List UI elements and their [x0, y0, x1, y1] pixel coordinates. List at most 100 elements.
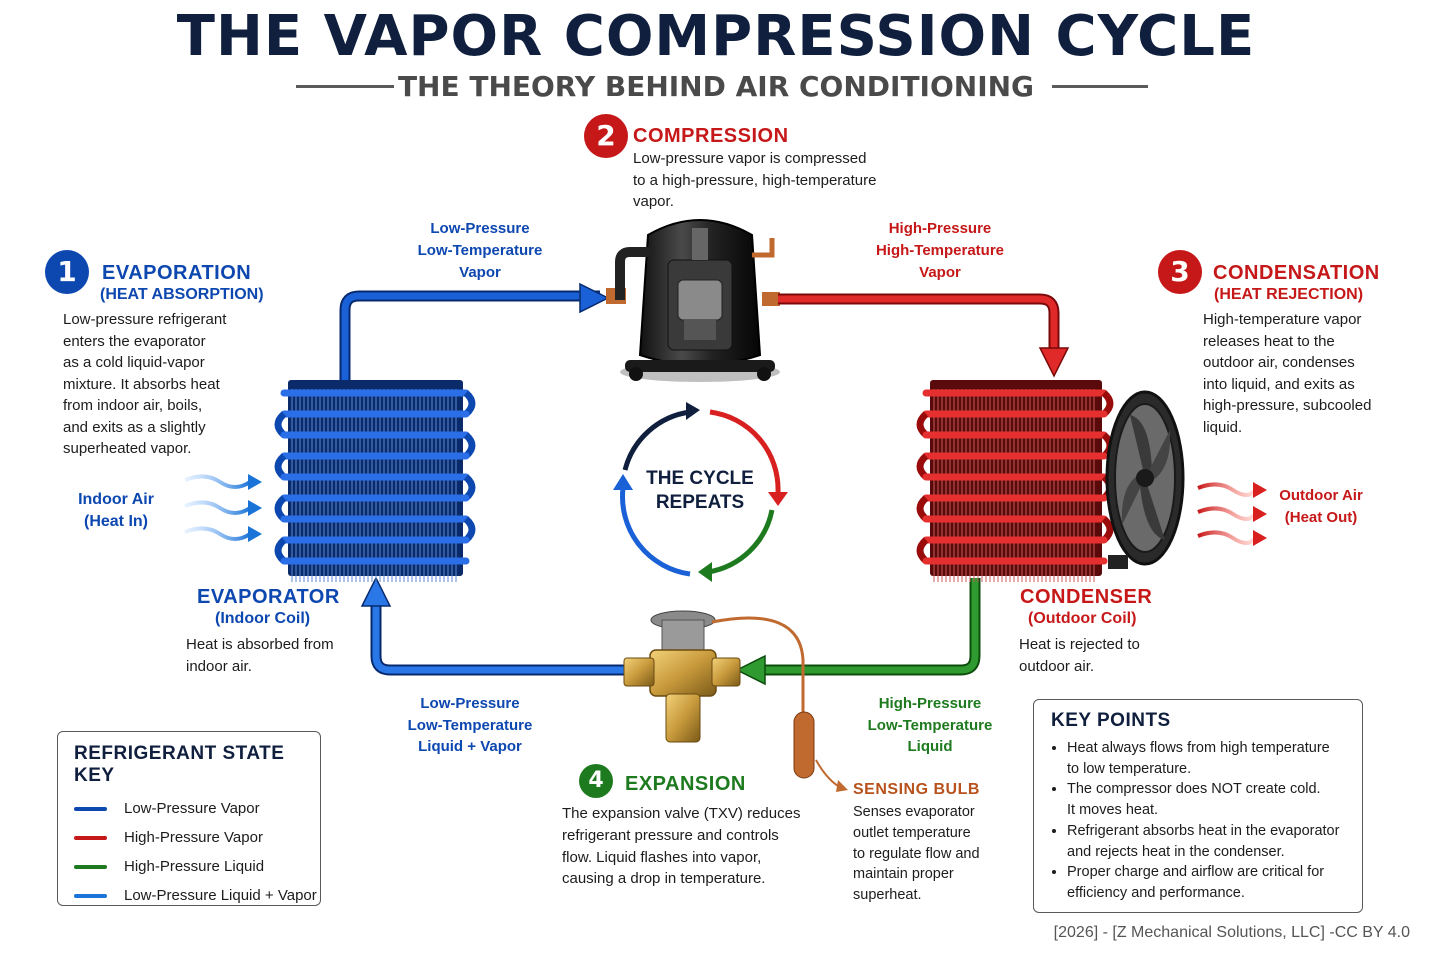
- flow-label-line: High-Pressure: [878, 695, 982, 712]
- step-1-line: as a cold liquid-vapor: [63, 354, 205, 371]
- legend-swatch: [74, 835, 107, 840]
- flow-arrow-suction: [579, 282, 610, 314]
- flow-label-line: Low-Temperature: [867, 716, 993, 734]
- page-title: THE VAPOR COMPRESSION CYCLE: [176, 4, 1256, 69]
- flow-label-line: Low-Temperature: [417, 242, 543, 259]
- legend-label: High-Pressure Vapor: [124, 829, 263, 846]
- air-wave-icon: [184, 474, 262, 542]
- cycle-text-line: THE CYCLE: [646, 468, 754, 489]
- step-3-subtitle: (HEAT REJECTION): [1214, 286, 1364, 303]
- condenser-coil-icon: [916, 380, 1114, 582]
- condenser-title: CONDENSER: [1020, 586, 1153, 608]
- flow-arrow-discharge: [1038, 347, 1070, 378]
- cycle-repeats-label: THE CYCLE REPEATS: [600, 467, 800, 515]
- step-1-body: Low-pressure refrigerant enters the evap…: [63, 309, 263, 460]
- evaporator-title: EVAPORATOR: [197, 586, 340, 608]
- sensing-bulb-line: superheat.: [853, 887, 922, 904]
- step-3-body: High-temperature vapor releases heat to …: [1203, 309, 1403, 438]
- step-1-line: superheated vapor.: [63, 440, 192, 457]
- legend-item: Low-Pressure Vapor: [74, 794, 320, 823]
- key-points-box: KEY POINTS Heat always flows from high t…: [1033, 699, 1363, 913]
- outdoor-air-label: Outdoor Air (Heat Out): [1270, 485, 1372, 529]
- step-4-line: causing a drop in temperature.: [562, 870, 766, 888]
- indoor-air-line: (Heat In): [84, 513, 148, 530]
- condenser-line: outdoor air.: [1019, 657, 1095, 675]
- step-4-line: The expansion valve (TXV) reduces: [562, 805, 801, 822]
- step-1-line: from indoor air, boils,: [63, 397, 203, 414]
- condenser-subtitle: (Outdoor Coil): [1028, 610, 1137, 627]
- legend-item: High-Pressure Vapor: [74, 823, 320, 852]
- air-wave-icon: [1197, 482, 1267, 546]
- legend-label: Low-Pressure Liquid + Vapor: [124, 887, 317, 904]
- step-1-subtitle: (HEAT ABSORPTION): [100, 286, 264, 303]
- evaporator-line: indoor air.: [186, 657, 252, 675]
- key-point-item: Proper charge and airflow are critical f…: [1067, 862, 1362, 903]
- flow-label-line: Liquid: [907, 738, 953, 755]
- evaporator-coil-icon: [274, 380, 476, 582]
- legend-label: High-Pressure Liquid: [124, 858, 265, 875]
- outdoor-air-line: (Heat Out): [1284, 509, 1358, 526]
- key-points-list: Heat always flows from high temperaturet…: [1051, 738, 1362, 904]
- legend-item: Low-Pressure Liquid + Vapor: [74, 881, 320, 910]
- cycle-arrows-icon: [613, 402, 788, 582]
- mixture-flow-label: Low-Pressure Low-Temperature Liquid + Va…: [390, 693, 550, 758]
- step-3-line: into liquid, and exits as: [1203, 375, 1355, 393]
- sensing-bulb-line: outlet temperature: [853, 824, 971, 841]
- sensing-bulb-line: Senses evaporator: [853, 804, 975, 820]
- step-1-line: and exits as a slightly: [63, 418, 206, 436]
- compressor-icon: [615, 219, 780, 382]
- legend-title: REFRIGERANT STATE KEY: [74, 743, 285, 786]
- condenser-body: Heat is rejected to outdoor air.: [1019, 634, 1189, 677]
- step-4-line: refrigerant pressure and controls: [562, 826, 779, 844]
- legend-swatch: [74, 893, 107, 898]
- expansion-valve-icon: [623, 610, 805, 743]
- flow-arrow-mixture: [360, 576, 392, 607]
- condenser-line: Heat is rejected to: [1019, 636, 1140, 653]
- evaporator-subtitle: (Indoor Coil): [215, 610, 311, 627]
- step-2-line: Low-pressure vapor is compressed: [633, 150, 867, 167]
- step-3-line: high-pressure, subcooled: [1203, 397, 1372, 414]
- legend-item: High-Pressure Liquid: [74, 852, 320, 881]
- legend-swatch: [74, 864, 107, 869]
- flow-label-line: Vapor: [459, 264, 501, 281]
- step-2-title: COMPRESSION: [633, 125, 789, 147]
- step-4-body: The expansion valve (TXV) reduces refrig…: [562, 803, 822, 890]
- sensing-bulb-line: maintain proper: [853, 866, 954, 883]
- step-1-line: enters the evaporator: [63, 332, 206, 350]
- step-4-title: EXPANSION: [625, 773, 746, 795]
- legend-swatch: [74, 806, 107, 811]
- key-point-item: Refrigerant absorbs heat in the evaporat…: [1067, 821, 1362, 862]
- step-3-line: releases heat to the: [1203, 332, 1335, 350]
- step-2-line: vapor.: [633, 193, 674, 210]
- liquid-flow-label: High-Pressure Low-Temperature Liquid: [850, 693, 1010, 758]
- indoor-air-line: Indoor Air: [78, 491, 154, 508]
- cycle-text-line: REPEATS: [655, 492, 745, 513]
- legend-label: Low-Pressure Vapor: [124, 800, 260, 817]
- outdoor-air-line: Outdoor Air: [1279, 487, 1363, 504]
- refrigerant-state-legend: REFRIGERANT STATE KEY Low-Pressure Vapor…: [57, 731, 321, 906]
- subtitle-rule-right: [1052, 85, 1148, 88]
- subtitle-rule-left: [296, 85, 394, 88]
- evaporator-line: Heat is absorbed from: [186, 636, 334, 653]
- flow-label-line: Low-Temperature: [407, 716, 533, 734]
- liquid-line: [735, 578, 981, 686]
- discharge-flow-label: High-Pressure High-Temperature Vapor: [860, 218, 1020, 284]
- mixture-line: [360, 576, 630, 676]
- flow-label-line: Low-Pressure: [430, 220, 530, 237]
- sensing-bulb-icon: [793, 711, 848, 792]
- step-1-title: EVAPORATION: [102, 262, 252, 284]
- flow-label-line: Low-Pressure: [420, 695, 520, 712]
- sensing-bulb-body: Senses evaporator outlet temperature to …: [853, 802, 1013, 906]
- flow-label-line: High-Pressure: [888, 220, 992, 237]
- discharge-line: [762, 292, 1070, 378]
- step-4-number: 4: [579, 764, 613, 798]
- step-2-body: Low-pressure vapor is compressed to a hi…: [633, 148, 913, 213]
- flow-label-line: Vapor: [919, 264, 961, 281]
- step-1-number: 1: [45, 250, 89, 294]
- step-3-number: 3: [1158, 250, 1202, 294]
- footer-credit: [2026] - [Z Mechanical Solutions, LLC] -…: [1053, 924, 1410, 941]
- suction-line: [339, 282, 626, 385]
- step-4-line: flow. Liquid flashes into vapor,: [562, 848, 762, 866]
- flow-arrow-liquid: [735, 654, 766, 686]
